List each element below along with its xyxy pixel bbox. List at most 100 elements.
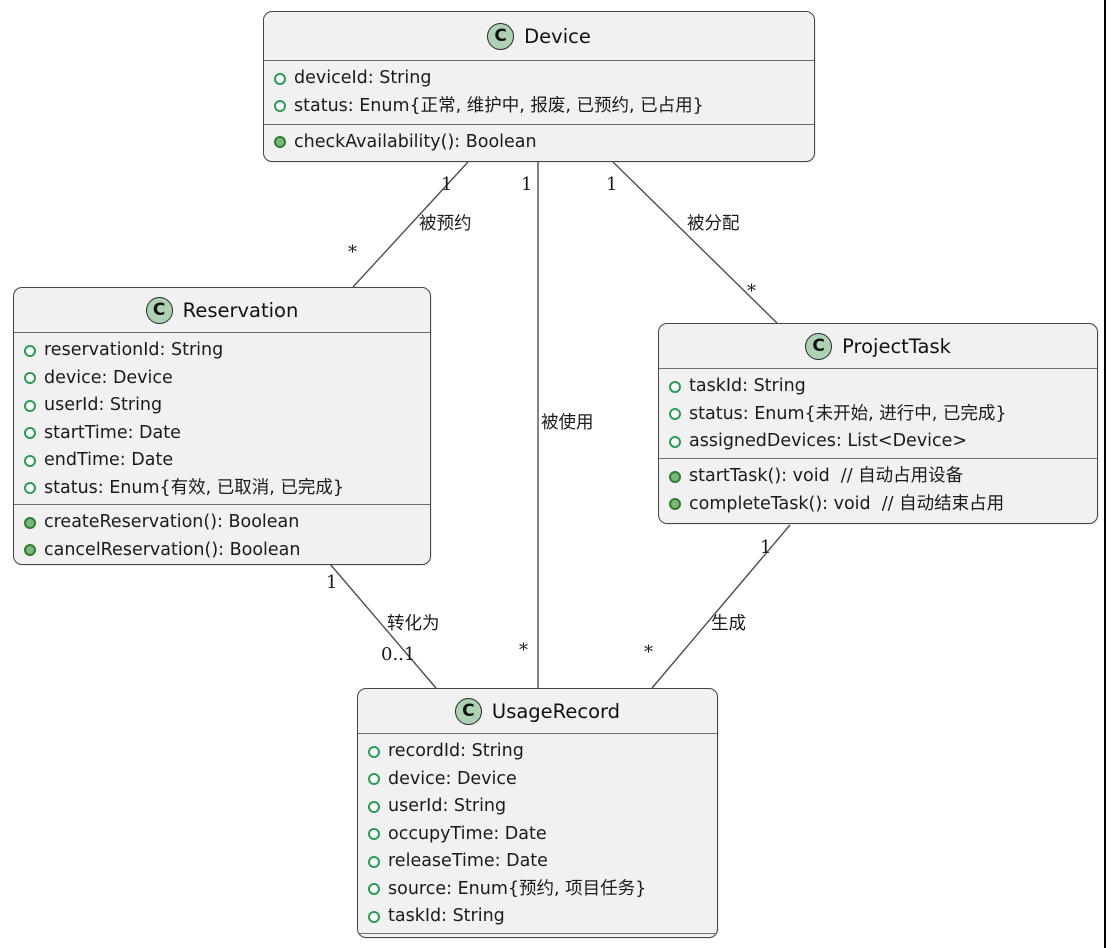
field-visibility-icon bbox=[274, 72, 286, 85]
attribute-text: startTime: Date bbox=[44, 422, 181, 443]
edge-device-reservation bbox=[352, 161, 469, 288]
method-row: cancelReservation(): Boolean bbox=[22, 537, 422, 565]
association-label-zhuanhuawei: 转化为 bbox=[387, 614, 440, 634]
attribute-row: endTime: Date bbox=[22, 447, 422, 475]
method-text: checkAvailability(): Boolean bbox=[294, 131, 537, 152]
method-text: cancelReservation(): Boolean bbox=[44, 539, 301, 560]
edge-device-projecttask bbox=[612, 161, 778, 324]
class-device-methods: checkAvailability(): Boolean bbox=[264, 125, 814, 162]
attribute-text: userId: String bbox=[388, 796, 507, 816]
attribute-row: releaseTime: Date bbox=[366, 848, 709, 876]
field-visibility-icon bbox=[368, 828, 380, 841]
field-visibility-icon bbox=[669, 380, 681, 393]
edge-reservation-usagerecord bbox=[329, 563, 437, 689]
method-visibility-icon bbox=[669, 470, 681, 483]
class-projecttask-attributes: taskId: String status: Enum{未开始, 进行中, 已完… bbox=[659, 369, 1097, 459]
class-device: C Device deviceId: String status: Enum{正… bbox=[263, 11, 815, 162]
class-usagerecord-name: UsageRecord bbox=[491, 699, 621, 723]
method-visibility-icon bbox=[24, 544, 36, 557]
attribute-row: status: Enum{有效, 已取消, 已完成} bbox=[22, 475, 422, 503]
class-projecttask-methods: startTask(): void // 自动占用设备 completeTask… bbox=[659, 459, 1097, 523]
multiplicity-device-side: 1 bbox=[606, 174, 618, 195]
method-text: startTask(): void // 自动占用设备 bbox=[689, 466, 964, 486]
multiplicity-device-side: 1 bbox=[441, 174, 453, 195]
multiplicity-usagerecord-side: * bbox=[644, 642, 653, 663]
attribute-text: reservationId: String bbox=[44, 340, 224, 360]
attribute-text: source: Enum{预约, 项目任务} bbox=[388, 878, 647, 899]
field-visibility-icon bbox=[368, 773, 380, 786]
class-usagerecord-attributes: recordId: String device: Device userId: … bbox=[358, 734, 717, 934]
attribute-text: recordId: String bbox=[388, 741, 524, 761]
method-visibility-icon bbox=[669, 498, 681, 511]
method-row: startTask(): void // 自动占用设备 bbox=[667, 463, 1089, 491]
attribute-row: recordId: String bbox=[366, 738, 709, 766]
attribute-row: taskId: String bbox=[366, 903, 709, 931]
attribute-row: assignedDevices: List<Device> bbox=[667, 428, 1089, 456]
stereotype-letter: C bbox=[462, 700, 475, 721]
multiplicity-reservation-side: 1 bbox=[326, 572, 338, 593]
field-visibility-icon bbox=[669, 408, 681, 421]
class-reservation: C Reservation reservationId: String devi… bbox=[13, 287, 431, 565]
field-visibility-icon bbox=[274, 100, 286, 113]
class-reservation-name: Reservation bbox=[182, 298, 299, 322]
stereotype-letter: C bbox=[152, 299, 166, 320]
attribute-row: deviceId: String bbox=[272, 65, 806, 93]
multiplicity-projecttask-side: * bbox=[747, 281, 756, 302]
class-reservation-attributes: reservationId: String device: Device use… bbox=[14, 333, 430, 505]
field-visibility-icon bbox=[24, 482, 36, 495]
class-projecttask-name: ProjectTask bbox=[842, 334, 951, 358]
field-visibility-icon bbox=[368, 800, 380, 813]
class-reservation-methods: createReservation(): Boolean cancelReser… bbox=[14, 505, 430, 569]
attribute-text: status: Enum{未开始, 进行中, 已完成} bbox=[689, 403, 1007, 424]
attribute-text: taskId: String bbox=[388, 906, 505, 926]
class-device-header: C Device bbox=[264, 12, 814, 61]
field-visibility-icon bbox=[368, 883, 380, 896]
class-reservation-header: C Reservation bbox=[14, 288, 430, 333]
attribute-row: occupyTime: Date bbox=[366, 821, 709, 849]
class-usagerecord: C UsageRecord recordId: String device: D… bbox=[357, 688, 718, 938]
field-visibility-icon bbox=[24, 427, 36, 440]
attribute-row: status: Enum{未开始, 进行中, 已完成} bbox=[667, 401, 1089, 429]
class-projecttask-header: C ProjectTask bbox=[659, 324, 1097, 369]
association-label-beiyuyue: 被预约 bbox=[419, 214, 472, 234]
attribute-row: taskId: String bbox=[667, 373, 1089, 401]
stereotype-letter: C bbox=[812, 335, 825, 356]
field-visibility-icon bbox=[24, 372, 36, 385]
field-visibility-icon bbox=[24, 399, 36, 412]
association-label-shengcheng: 生成 bbox=[711, 614, 746, 634]
attribute-text: taskId: String bbox=[689, 376, 806, 396]
window-right-edge bbox=[1104, 0, 1106, 948]
field-visibility-icon bbox=[24, 344, 36, 357]
method-visibility-icon bbox=[24, 516, 36, 529]
field-visibility-icon bbox=[368, 910, 380, 923]
association-label-beishiyong: 被使用 bbox=[541, 413, 594, 433]
attribute-text: userId: String bbox=[44, 395, 163, 415]
attribute-text: endTime: Date bbox=[44, 450, 174, 470]
method-row: checkAvailability(): Boolean bbox=[272, 129, 806, 157]
multiplicity-usagerecord-side: 0..1 bbox=[381, 644, 416, 665]
field-visibility-icon bbox=[669, 435, 681, 448]
class-usagerecord-header: C UsageRecord bbox=[358, 689, 717, 734]
multiplicity-usagerecord-side: * bbox=[519, 640, 528, 661]
class-stereotype-icon: C bbox=[805, 332, 833, 360]
field-visibility-icon bbox=[24, 454, 36, 467]
attribute-text: assignedDevices: List<Device> bbox=[689, 431, 968, 451]
attribute-text: device: Device bbox=[388, 768, 517, 789]
association-label-beifenpei: 被分配 bbox=[687, 214, 740, 234]
attribute-text: occupyTime: Date bbox=[388, 823, 547, 844]
multiplicity-projecttask-side: 1 bbox=[760, 537, 772, 558]
class-stereotype-icon: C bbox=[487, 22, 515, 50]
attribute-row: startTime: Date bbox=[22, 420, 422, 448]
method-text: completeTask(): void // 自动结束占用 bbox=[689, 493, 1005, 514]
attribute-row: device: Device bbox=[22, 365, 422, 393]
multiplicity-device-side: 1 bbox=[521, 174, 533, 195]
attribute-row: userId: String bbox=[22, 392, 422, 420]
method-row: completeTask(): void // 自动结束占用 bbox=[667, 491, 1089, 519]
attribute-row: userId: String bbox=[366, 793, 709, 821]
edge-projecttask-usagerecord bbox=[651, 524, 791, 689]
attribute-row: device: Device bbox=[366, 766, 709, 794]
field-visibility-icon bbox=[368, 745, 380, 758]
attribute-text: status: Enum{有效, 已取消, 已完成} bbox=[44, 477, 345, 498]
